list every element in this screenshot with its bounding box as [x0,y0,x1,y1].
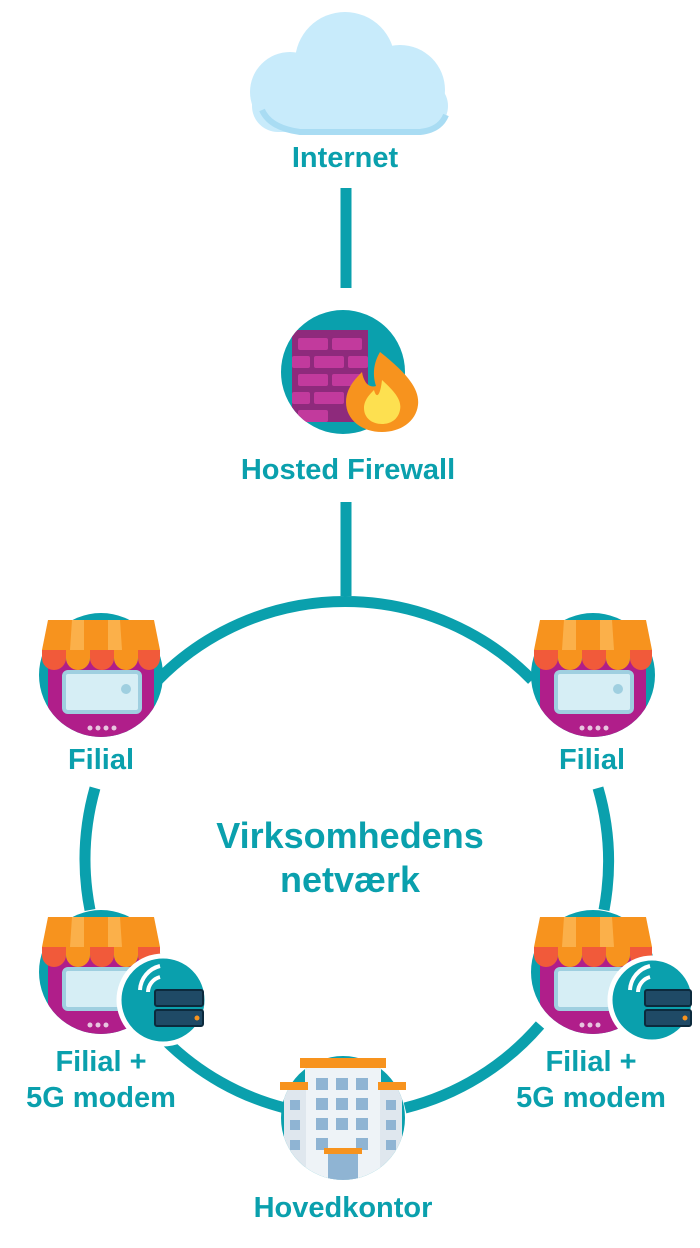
branch-top-left-label: Filial [67,744,135,776]
branch-5g-right-line2: 5G modem [516,1082,666,1114]
5g-modem-icon [607,955,697,1045]
shop-with-5g-modem-icon [39,910,210,1047]
network-ring [79,596,615,1114]
ring-arc-top [154,596,536,684]
network-center-line2: netværk [279,859,421,900]
firewall-icon [281,310,419,434]
headquarters-label: Hovedkontor [253,1192,433,1224]
network-center-label: Virksomhedens netværk [150,814,550,902]
ring-arc-bottom-left [161,1036,287,1114]
network-center-line1: Virksomhedens [216,815,484,856]
shop-with-5g-modem-icon [531,910,697,1045]
cloud-icon [250,12,449,135]
branch-5g-left-line2: 5G modem [26,1082,176,1114]
firewall-label: Hosted Firewall [240,454,456,486]
shop-icon [39,613,163,737]
ring-arc-bottom-right [403,1021,545,1114]
branch-5g-left-label: Filial + 5G modem [6,1044,196,1116]
branch-top-right-label: Filial [558,744,626,776]
office-building-icon [280,1056,406,1180]
ring-arc-right [592,786,615,912]
branch-5g-right-line1: Filial + [545,1046,637,1078]
internet-label: Internet [291,142,399,174]
branch-5g-right-label: Filial + 5G modem [496,1044,686,1116]
shop-icon [531,613,655,737]
branch-5g-left-line1: Filial + [55,1046,147,1078]
ring-arc-left [79,786,101,912]
5g-modem-icon [116,953,210,1047]
